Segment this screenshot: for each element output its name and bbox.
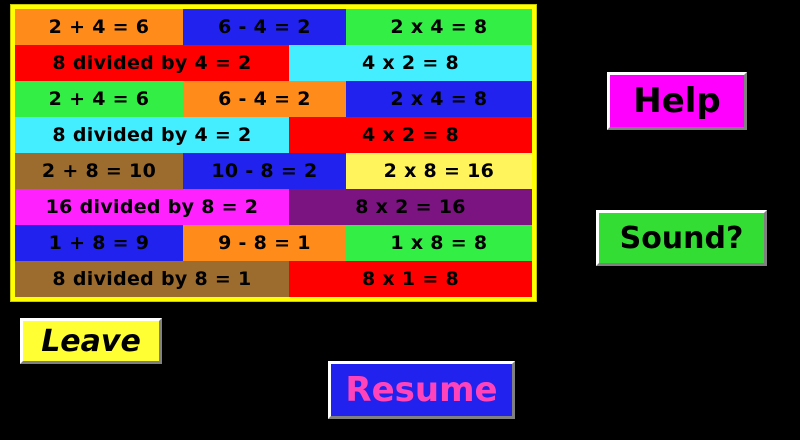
fact-cell: 2 + 4 = 6 [15,9,184,45]
fact-cell: 8 divided by 8 = 1 [15,261,289,297]
fact-cell: 2 x 8 = 16 [345,153,532,189]
fact-cell: 9 - 8 = 1 [183,225,346,261]
leave-button[interactable]: Leave [20,318,162,364]
fact-cell: 8 divided by 4 = 2 [15,117,289,153]
fact-cell: 1 + 8 = 9 [15,225,184,261]
fact-cell: 2 x 4 = 8 [345,9,532,45]
fact-cell: 1 x 8 = 8 [345,225,532,261]
fact-cell: 6 - 4 = 2 [183,9,346,45]
fact-cell: 2 + 4 = 6 [15,81,184,117]
fact-cell: 8 x 2 = 16 [289,189,532,225]
fact-cell: 8 divided by 4 = 2 [15,45,289,81]
fact-cell: 6 - 4 = 2 [183,81,346,117]
fact-cell: 2 x 4 = 8 [345,81,532,117]
sound-button-label: Sound? [619,220,744,256]
fact-cell: 4 x 2 = 8 [289,117,532,153]
fact-cell: 8 x 1 = 8 [289,261,532,297]
sound-toggle-button[interactable]: Sound? [596,210,767,266]
fact-cell: 2 + 8 = 10 [15,153,184,189]
fact-cell: 16 divided by 8 = 2 [15,189,289,225]
resume-button-label: Resume [345,370,498,410]
resume-button[interactable]: Resume [328,361,515,419]
fact-cell: 10 - 8 = 2 [183,153,346,189]
fact-cell: 4 x 2 = 8 [289,45,532,81]
leave-button-label: Leave [41,323,141,359]
help-button-label: Help [633,81,721,121]
help-button[interactable]: Help [607,72,747,130]
